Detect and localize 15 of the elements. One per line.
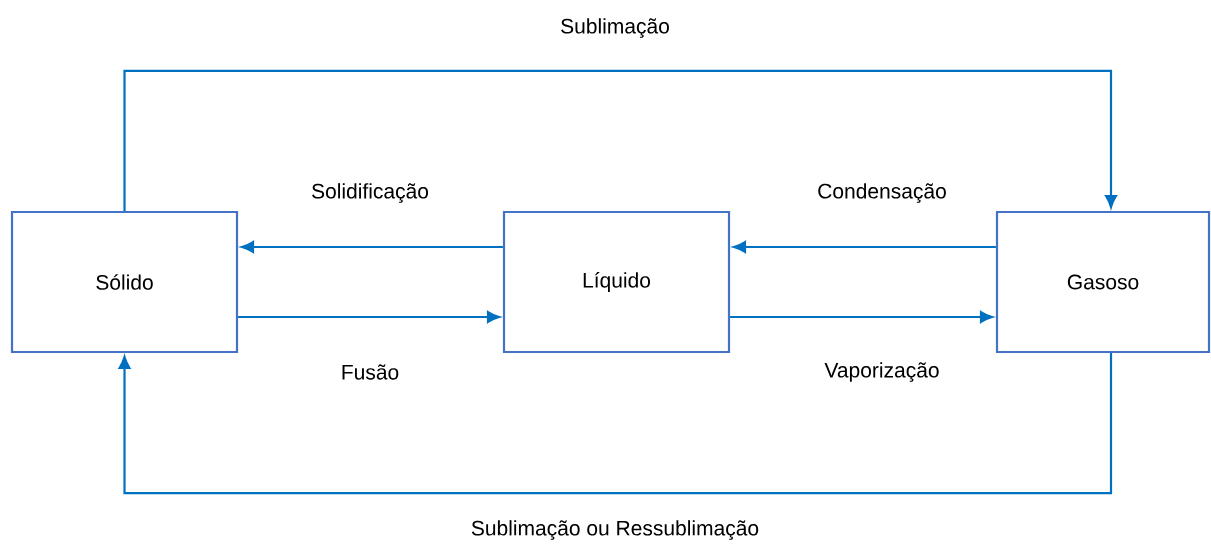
edge-label: Solidificação [312,183,429,203]
edge-label: Condensação [818,183,946,203]
arrow [238,310,501,323]
arrow [732,240,996,253]
state-box: Sólido [10,210,239,354]
arrow [730,310,994,323]
edge-label: Sublimação ou Ressublimação [471,520,759,540]
state-box: Gasoso [995,210,1211,354]
edge-label: Fusão [342,364,399,380]
state-box: Líquido [502,210,731,354]
arrow [240,240,503,253]
arrow [123,69,1117,211]
edge-label: Sublimação [561,18,669,38]
edge-label: Vaporização [824,362,939,382]
arrow [118,353,1113,495]
